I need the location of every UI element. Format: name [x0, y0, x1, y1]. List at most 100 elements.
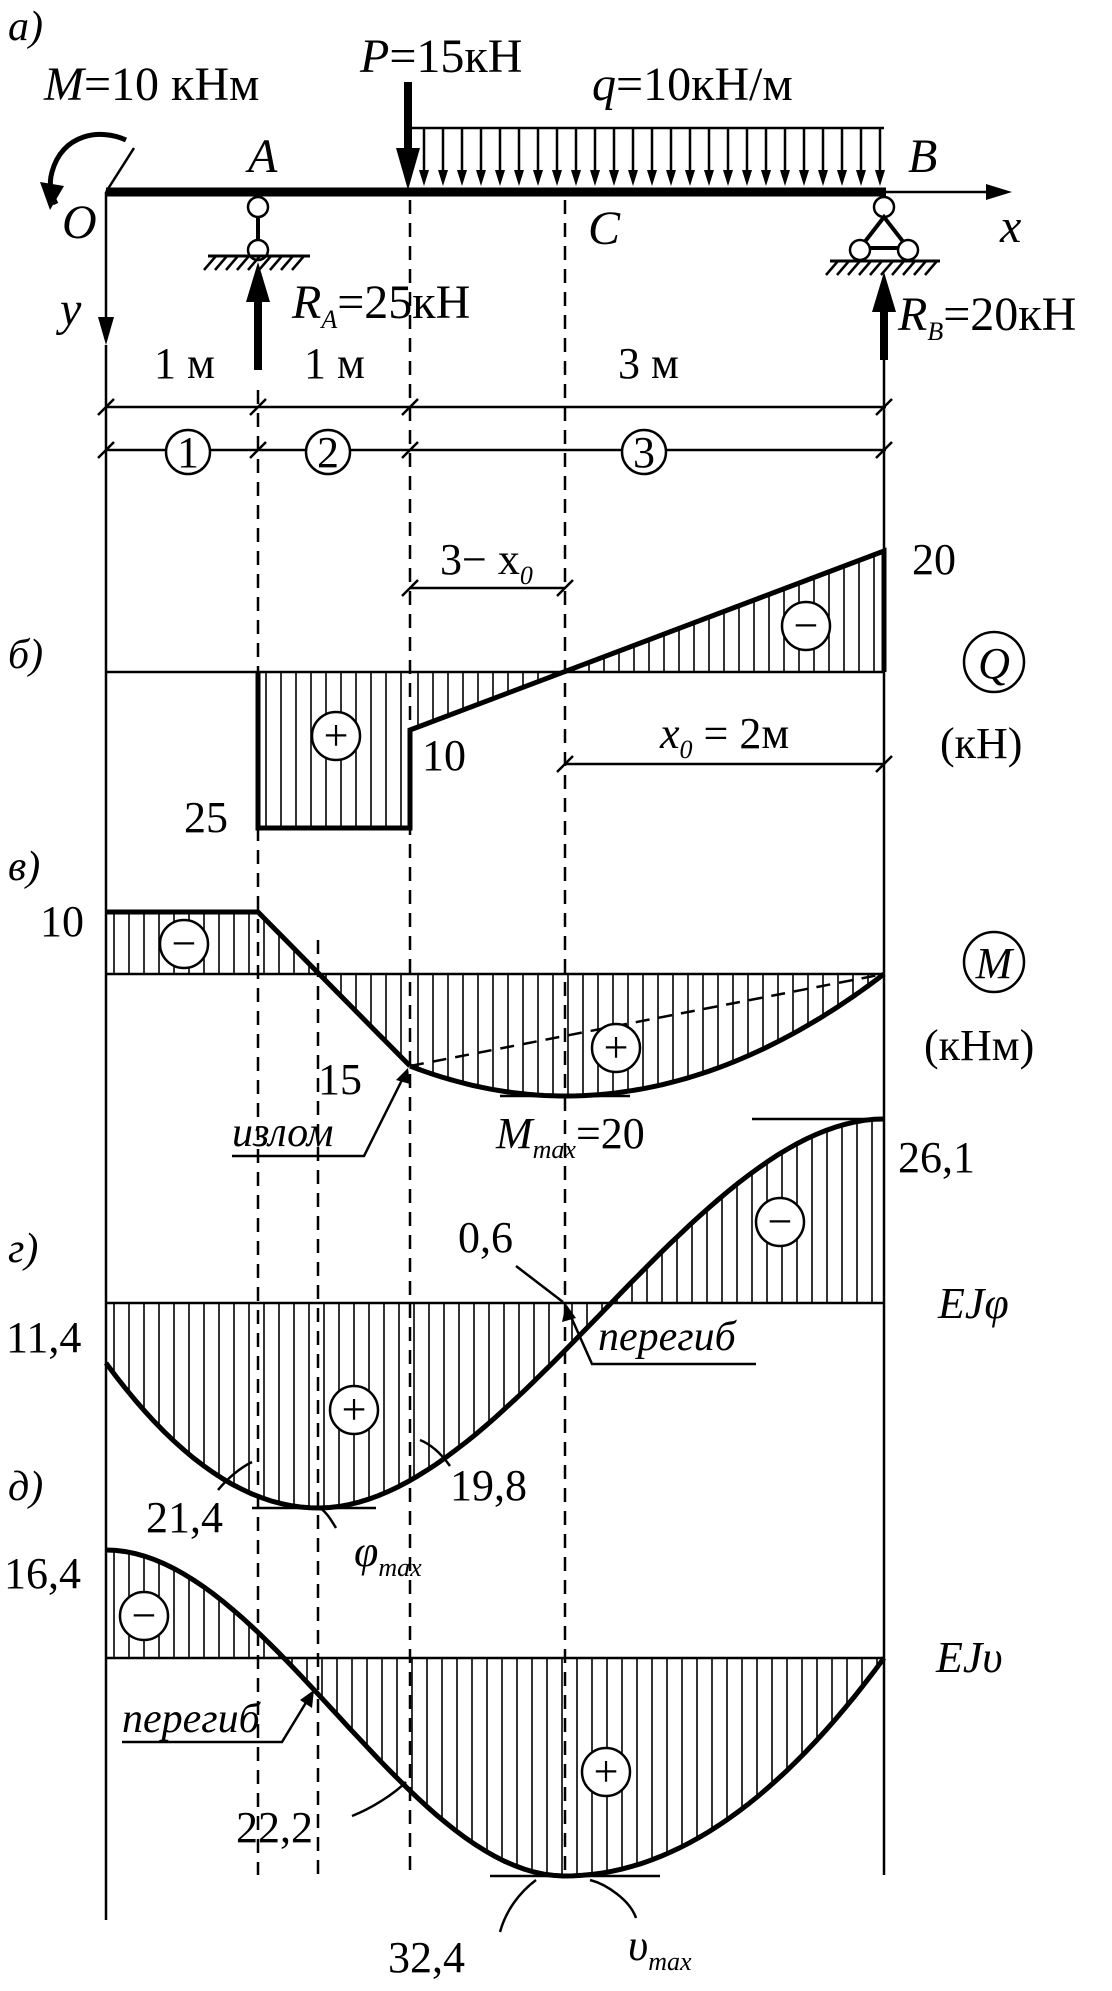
ground-hatch-line: [236, 255, 250, 271]
shear-plus-circle: [310, 710, 362, 762]
ground-hatch-line: [280, 255, 294, 271]
ground-hatch-line: [269, 255, 283, 271]
load-arrow-head-icon: [419, 170, 429, 186]
load-arrow-head-icon: [742, 170, 752, 186]
load-arrow-head-icon: [799, 170, 809, 186]
moment-name-circle: [962, 930, 1026, 994]
load-arrow-head-icon: [761, 170, 771, 186]
y-axis-label: y: [55, 283, 82, 336]
panel-label-a: а): [8, 4, 43, 50]
shear-plus-sign: +: [324, 711, 349, 760]
slope-minus-circle: [754, 1196, 806, 1248]
deflection-minus-circle: [118, 1590, 170, 1642]
moment-diagram-parabola: [409, 972, 886, 1099]
load-arrow-head-icon: [552, 170, 562, 186]
shear-diagram: [255, 547, 887, 831]
load-arrow-head-icon: [628, 170, 638, 186]
load-arrow-head-icon: [571, 170, 581, 186]
tick: [875, 755, 893, 773]
distributed-load-arrows: [419, 128, 885, 186]
moment-arrow-icon: [40, 182, 64, 210]
ground-hatch-line: [836, 260, 850, 276]
point-c-label: C: [588, 202, 621, 255]
point-o-label: O: [62, 196, 97, 249]
slope-hatch-negative: [571, 1119, 873, 1344]
ground-hatch-line: [891, 260, 905, 276]
deflection-left-value: 16,4: [4, 1549, 81, 1598]
deflection-plus-circle: [580, 1746, 632, 1798]
load-arrow-head-icon: [533, 170, 543, 186]
load-arrow-head-icon: [666, 170, 676, 186]
ground-hatch-line: [858, 260, 872, 276]
slope-value-b: 19,8: [450, 1461, 527, 1510]
moment-left-value: 10: [40, 897, 84, 946]
moment-plus-sign: +: [604, 1023, 629, 1072]
slope-inflection-value: 0,6: [458, 1213, 513, 1262]
load-arrow-head-icon: [723, 170, 733, 186]
span-1-label: 1 м: [154, 339, 215, 388]
load-arrow-head-icon: [818, 170, 828, 186]
load-arrow-head-icon: [609, 170, 619, 186]
moment-label: M=10 кНм: [43, 58, 259, 111]
moment-max-label: Mmax=20: [495, 1109, 645, 1164]
panel-label-g: г): [8, 1226, 38, 1272]
section-3-number: 3: [633, 428, 655, 477]
moment-name: M: [975, 939, 1015, 988]
shear-minus-sign: −: [794, 601, 819, 650]
load-arrow-head-icon: [514, 170, 524, 186]
load-arrow-head-icon: [476, 170, 486, 186]
slope-left-value: 11,4: [6, 1313, 81, 1362]
load-arrow-head-icon: [704, 170, 714, 186]
slope-inflection-label: перегиб: [598, 1314, 738, 1360]
load-arrow-head-icon: [685, 170, 695, 186]
ground-hatch-line: [825, 260, 839, 276]
x-axis-arrow-icon: [986, 184, 1012, 200]
moment-minus-sign: −: [172, 919, 197, 968]
ground-hatch-line: [291, 255, 305, 271]
deflection-max-label: υmax: [628, 1921, 692, 1976]
section-1-number: 1: [177, 428, 199, 477]
span-2-label: 1 м: [304, 339, 365, 388]
x-axis-label: x: [999, 200, 1021, 253]
section-3-circle: [620, 428, 668, 476]
support-b-ground-hatch: [825, 260, 938, 276]
ground-hatch-line: [913, 260, 927, 276]
shear-unit: (кН): [940, 719, 1022, 768]
point-a-label: A: [245, 130, 278, 183]
moment-minus-circle: [158, 918, 210, 970]
moment-kink-label: излом: [232, 1110, 333, 1156]
ground-hatch-line: [924, 260, 938, 276]
load-label: q=10кН/м: [592, 58, 793, 111]
shear-name: Q: [978, 639, 1010, 688]
force-label: P=15кН: [359, 30, 522, 83]
load-arrow-head-icon: [780, 170, 790, 186]
tick: [249, 398, 267, 416]
panel-label-d: д): [8, 1464, 43, 1510]
shear-top-value: 20: [912, 535, 956, 584]
reaction-b-arrow-icon: [872, 272, 896, 312]
force-p-arrow-icon: [396, 148, 420, 190]
shear-minus-circle: [780, 600, 832, 652]
moment-hatch-negative: [113, 912, 310, 974]
shear-jump-value: 10: [422, 731, 466, 780]
deflection-name: EJυ: [935, 1633, 1003, 1682]
slope-max-label: φmax: [354, 1527, 422, 1582]
slope-name: EJφ: [937, 1279, 1009, 1328]
support-b-triangle: [855, 213, 913, 250]
slope-right-value: 26,1: [898, 1133, 975, 1182]
reaction-a-arrow-icon: [246, 262, 270, 302]
ground-hatch-line: [203, 255, 217, 271]
tick: [401, 441, 419, 459]
deflection-inflection-label: перегиб: [122, 1696, 262, 1742]
moment-kink-value: 15: [318, 1055, 362, 1104]
shear-left-value: 25: [184, 793, 228, 842]
deflection-plus-sign: +: [594, 1747, 619, 1796]
point-b-label: B: [908, 130, 937, 183]
section-2-circle: [304, 428, 352, 476]
load-arrow-head-icon: [495, 170, 505, 186]
shear-name-circle: [962, 630, 1026, 694]
load-arrow-head-icon: [856, 170, 866, 186]
shear-dim-a-label: 3− x0: [440, 535, 533, 590]
ground-hatch-line: [869, 260, 883, 276]
